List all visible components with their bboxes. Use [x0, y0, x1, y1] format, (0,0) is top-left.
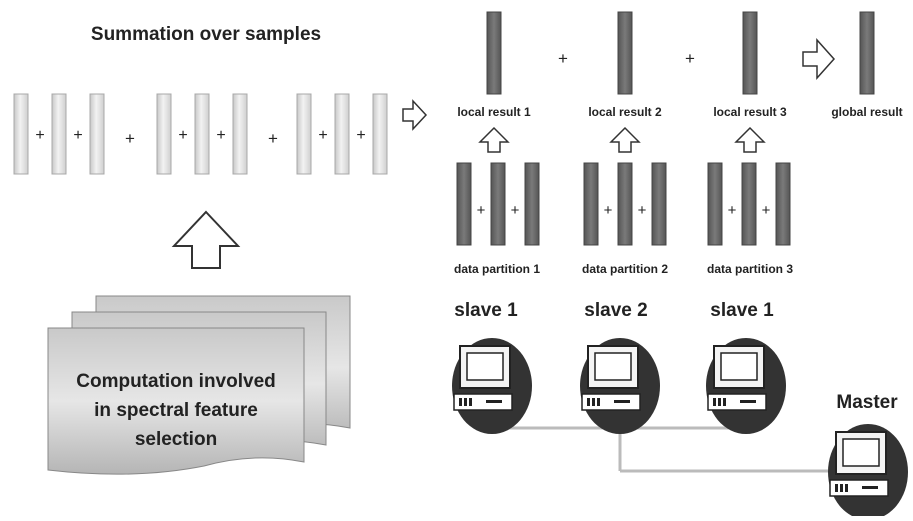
slave-1-computer-icon-vent-3: [469, 398, 472, 406]
sample-plus-5: +: [216, 127, 225, 144]
document-stack: Computation involved in spectral feature…: [47, 295, 351, 475]
slave-1-computer-icon-vent-2: [464, 398, 467, 406]
partition-bar-7: [707, 162, 723, 246]
partition-bar-5: [617, 162, 633, 246]
up-arrow-small-2-icon: [609, 126, 641, 153]
local-result-bar-3: [742, 11, 758, 95]
slave-3-computer-icon-drive: [740, 400, 756, 403]
sample-bar-1: [13, 93, 29, 175]
sample-plus-4: +: [178, 127, 187, 144]
slave-3-computer-icon-tower: [707, 393, 767, 411]
sample-bar-2: [51, 93, 67, 175]
master-computer-icon-vent-3: [845, 484, 848, 492]
sample-bar-8: [334, 93, 350, 175]
right-arrow-icon: [402, 99, 428, 131]
slave-3-computer-icon: [706, 338, 786, 434]
partition-bar-3: [524, 162, 540, 246]
document-text-line-2: in spectral feature: [94, 400, 258, 421]
partition-bar-8: [741, 162, 757, 246]
partition-bar-1: [456, 162, 472, 246]
local-result-label-1: local result 1: [457, 105, 531, 119]
slave-3-computer-icon-vent-3: [723, 398, 726, 406]
sample-bar-6: [232, 93, 248, 175]
partition-plus-2: +: [511, 202, 520, 219]
slave-1-computer-icon-drive: [486, 400, 502, 403]
slave-2-computer-icon-drive: [614, 400, 630, 403]
result-plus-2: +: [685, 49, 695, 68]
sample-bar-5: [194, 93, 210, 175]
sample-plus-2: +: [73, 127, 82, 144]
slave-1-computer-icon-tower: [453, 393, 513, 411]
partition-plus-1: +: [477, 202, 486, 219]
up-arrow-small-3-icon: [734, 126, 766, 153]
slave-label-1: slave 1: [454, 300, 518, 321]
slave-2-computer-icon-vent-1: [587, 398, 590, 406]
global-result-bar: [859, 11, 875, 95]
sample-bars: + + + + + + + +: [13, 93, 388, 175]
slave-3-computer-icon-screen: [720, 352, 758, 381]
partition-plus-7: +: [728, 202, 737, 219]
slave-2-computer-icon-screen: [594, 352, 632, 381]
slave-label-3: slave 1: [710, 300, 774, 321]
slave-3-computer-icon-vent-2: [718, 398, 721, 406]
network-lines: [490, 426, 830, 473]
result-bars: ++: [486, 11, 875, 95]
partition-bar-6: [651, 162, 667, 246]
local-result-label-2: local result 2: [588, 105, 662, 119]
local-result-bar-2: [617, 11, 633, 95]
sample-plus-8: +: [356, 127, 365, 144]
slave-3-computer-icon-vent-1: [713, 398, 716, 406]
result-plus-1: +: [558, 49, 568, 68]
sample-plus-7: +: [318, 127, 327, 144]
computers: [452, 338, 908, 520]
partition-plus-8: +: [762, 202, 771, 219]
up-arrow-small-1-icon: [478, 126, 510, 153]
sample-plus-1: +: [35, 127, 44, 144]
sample-bar-3: [89, 93, 105, 175]
slave-2-computer-icon: [580, 338, 660, 434]
sample-bar-9: [372, 93, 388, 175]
global-result-label: global result: [831, 105, 902, 119]
slave-2-computer-icon-vent-2: [592, 398, 595, 406]
group-plus-2: +: [268, 129, 278, 148]
partition-plus-4: +: [604, 202, 613, 219]
master-computer-icon-tower: [829, 479, 889, 497]
master-computer-icon: [828, 424, 908, 520]
summation-title: Summation over samples: [91, 24, 321, 45]
partition-label-2: data partition 2: [582, 262, 668, 276]
partition-label-3: data partition 3: [707, 262, 793, 276]
document-text-line-1: Computation involved: [76, 371, 276, 392]
up-arrow-icon: [171, 210, 241, 269]
slave-2-computer-icon-tower: [581, 393, 641, 411]
partition-bar-4: [583, 162, 599, 246]
sample-bar-4: [156, 93, 172, 175]
document-front: [47, 327, 305, 475]
document-text-line-3: selection: [135, 429, 217, 450]
slave-label-2: slave 2: [584, 300, 647, 321]
partition-bar-9: [775, 162, 791, 246]
slave-1-computer-icon-vent-1: [459, 398, 462, 406]
master-computer-icon-vent-1: [835, 484, 838, 492]
local-result-label-3: local result 3: [713, 105, 787, 119]
master-computer-icon-vent-2: [840, 484, 843, 492]
local-result-bar-1: [486, 11, 502, 95]
master-computer-icon-drive: [862, 486, 878, 489]
slave-2-computer-icon-vent-3: [597, 398, 600, 406]
master-label: Master: [836, 392, 898, 413]
partition-label-1: data partition 1: [454, 262, 540, 276]
global-arrow-icon: [802, 38, 836, 80]
slave-1-computer-icon: [452, 338, 532, 434]
partition-plus-5: +: [638, 202, 647, 219]
partition-bar-2: [490, 162, 506, 246]
sample-bar-7: [296, 93, 312, 175]
group-plus-1: +: [125, 129, 135, 148]
master-computer-icon-screen: [842, 438, 880, 467]
partition-bars: + + + + + +: [456, 162, 791, 246]
slave-1-computer-icon-screen: [466, 352, 504, 381]
